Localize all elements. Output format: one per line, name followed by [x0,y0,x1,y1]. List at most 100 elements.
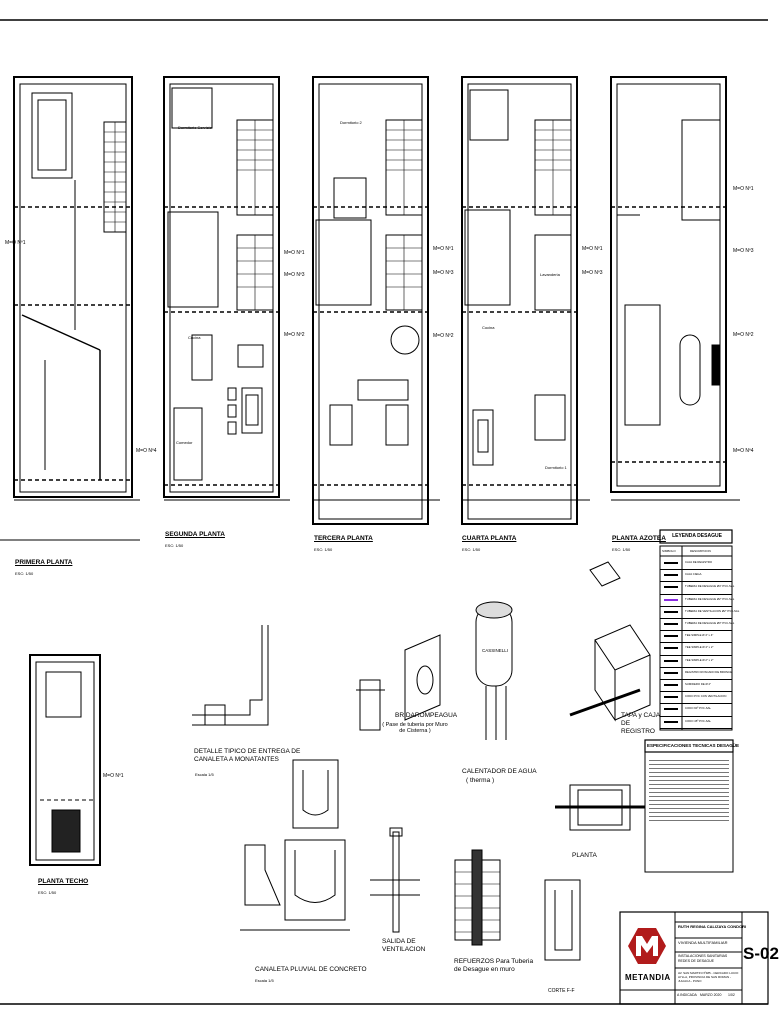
detail-salida-ventilacion-label: SALIDA DE VENTILACION [382,938,426,953]
room-dormitorio-servicio: Dormitorio Servicio [178,125,212,130]
plan-segunda-planta [163,76,290,501]
plan-scale-4: ESC: 1/50 [462,547,481,552]
room-lavanderia: Lavanderia [540,272,560,277]
legend-symbol [664,708,678,711]
mo-label: M=O Nº1 [433,246,454,252]
detail-planta-corte [544,784,645,961]
legend-row-label: TEE SIMPLE Ø 4" x 4" [685,633,714,638]
mo-label: M=O Nº1 [284,250,305,256]
title-content-1: INSTALACIONES SANITARIAS [678,954,728,958]
title-owner: RUTH REGINA CALIZAYA CONDORI [678,924,747,929]
legend-table [659,529,733,731]
detail-bridarompeagua [356,634,441,731]
mo-label: M=O Nº2 [733,332,754,338]
legend-row-label: CODO 90º PVC-SAL [685,706,712,711]
plan-scale-5: ESC: 1/50 [612,547,631,552]
legend-row-label: TUBERIA DE DESAGUE Ø4" PVC-SAL [685,584,735,589]
room-dormitorio-2: Dormitorio 2 [340,120,362,125]
mo-label: M=O Nº4 [733,448,754,454]
plan-scale-1: ESC: 1/50 [15,571,34,576]
room-dormitorio-1: Dormitorio 1 [545,465,567,470]
detail-canaleta-pluvial [240,759,350,931]
detail-scale: Escala 1/5 [255,978,274,983]
legend-row-label: YEE SIMPLE Ø 2" x 2" [685,657,714,662]
legend-symbol [664,623,678,625]
detail-calentador-sub: ( therma ) [466,777,495,784]
plan-primera-planta [0,76,140,541]
plan-title-4: CUARTA PLANTA [462,535,517,542]
mo-label: M=O Nº3 [733,248,754,254]
mo-label: M=O Nº3 [433,270,454,276]
room-cocina: Cocina [188,335,201,340]
mo-label: M=O Nº1 [5,240,26,246]
legend-symbol [664,610,678,613]
logo-text: METANDIA [625,973,671,982]
specs-title: ESPECIFICACIONES TECNICAS DESAGÜE [647,743,740,748]
legend-row-label: CAJA CIEGA [685,572,702,577]
specs-box [644,739,734,873]
legend-symbol [664,696,678,699]
legend-symbol [664,598,678,601]
legend-row-divider [660,727,732,729]
plan-scale-2: ESC: 1/50 [165,543,184,548]
detail-planta-label: PLANTA [572,852,597,859]
detail-scale: Escala 1/5 [195,772,214,777]
plan-title-2: SEGUNDA PLANTA [165,531,225,538]
detail-corte-label: CORTE F-F [548,988,575,994]
legend-symbol [664,635,678,638]
legend-row-label: REGISTRO ROSCADO DE BRONCE [685,669,732,674]
legend-row-label: TUBERIA DE DESAGUE Ø3" PVC-SAL [685,621,735,625]
detail-tapa-caja [569,561,651,722]
plan-tercera-planta [312,76,440,525]
legend-row-divider [660,618,732,619]
legend-col-symbol: SIMBOLO [662,549,676,553]
legend-row-label: TUBERIA DE DESAGUE Ø2" PVC-SAL [685,596,735,601]
detail-tapa-label: TAPA y CAJA DE REGISTRO [621,712,660,735]
mo-label: M=O Nº1 [582,246,603,252]
legend-row-divider [660,581,732,583]
detail-bridarompeagua-sub: ( Pase de tuberia por Muro de Cisterna ) [382,722,448,734]
plan-scale-6: ESC: 1/50 [38,890,57,895]
legend-row-divider [660,642,732,644]
room-cocina-4: Cocina [482,325,495,330]
mo-label: M=O Nº1 [103,773,124,779]
legend-title: LEYENDA DESAGUE [672,533,722,539]
legend-row-divider [660,654,732,656]
plan-title-3: TERCERA PLANTA [314,535,373,542]
legend-row-label: YEE SIMPLE Ø 4" x 2" [685,645,714,650]
plan-title-1: PRIMERA PLANTA [15,559,73,566]
legend-row-label: CAJA DE REGISTRO [685,560,713,564]
detail-calentador [475,601,513,740]
mo-label: M=O Nº3 [582,270,603,276]
plan-planta-techo [29,654,101,866]
legend-symbol [664,562,678,564]
legend-symbol [664,647,678,650]
detail-bridarompeagua-label: BRIDAROMPEAGUA [395,712,458,719]
title-date: MARZO 2020 [700,993,722,997]
legend-col-desc: DESCRIPCION [690,549,711,553]
title-location: AV. SAN MARTIN Nº485 - CERCADO LUCIO AYL… [678,971,739,983]
title-project: VIVIENDA MULTIFAMILIAR [678,940,728,945]
plan-scale-3: ESC: 1/50 [314,547,333,552]
plan-planta-azotea [610,76,740,501]
title-number: 1/02 [728,993,735,997]
mo-label: M=O Nº2 [284,332,305,338]
calentador-brand: CASSINELLI [482,648,509,653]
legend-row-divider [660,593,732,595]
legend-symbol [664,671,678,674]
legend-row-divider [660,630,732,632]
legend-row-label: SUMIDERO DE Ø 2" [685,682,712,686]
detail-salida-ventilacion [370,827,420,933]
detail-canaleta-entrega-label: DETALLE TIPICO DE ENTREGA DE CANALETA A … [194,748,301,763]
legend-symbol [664,684,678,686]
detail-canaleta-pluvial-label: CANALETA PLUVIAL DE CONCRETO [255,966,367,973]
legend-row-label: TUBERIA DE VENTILACION Ø2" PVC-SAL [685,608,740,613]
mo-label: M=O Nº4 [136,448,157,454]
legend-symbol [664,720,678,723]
title-block-frame [619,911,769,1005]
specs-text-lines [649,757,729,824]
plan-title-6: PLANTA TECHO [38,878,89,885]
sheet-number: S-02 [743,944,779,963]
detail-canaleta-entrega [192,625,269,726]
legend-symbol [664,586,678,589]
